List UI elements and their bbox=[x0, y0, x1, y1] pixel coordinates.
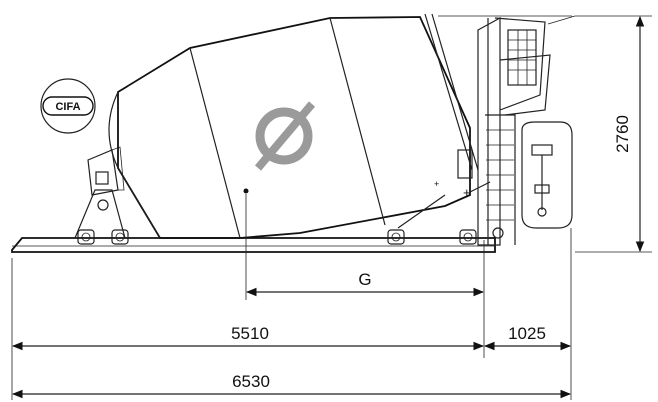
front-support bbox=[74, 146, 126, 239]
total-length-label: 6530 bbox=[232, 372, 270, 391]
rear-tower: + + bbox=[424, 13, 576, 246]
dimension-height: 2760 bbox=[575, 15, 652, 253]
roller-1 bbox=[77, 229, 95, 245]
logo-text: CIFA bbox=[55, 101, 80, 113]
dimension-1025: 1025 bbox=[483, 324, 572, 351]
svg-text:+: + bbox=[434, 179, 439, 189]
mixer-drum bbox=[108, 16, 471, 239]
extension-lines bbox=[11, 194, 572, 400]
water-tank bbox=[521, 121, 573, 229]
roller-4 bbox=[459, 229, 477, 245]
dimension-5510: 5510 bbox=[11, 324, 485, 351]
rollers bbox=[77, 194, 477, 245]
cifa-symbol bbox=[254, 101, 316, 171]
rear-length-label: 1025 bbox=[508, 324, 546, 343]
chassis-frame bbox=[11, 237, 496, 253]
dimension-6530: 6530 bbox=[11, 372, 572, 399]
drum-length-label: 5510 bbox=[231, 324, 269, 343]
cifa-logo: CIFA bbox=[40, 78, 96, 134]
svg-text:+: + bbox=[463, 185, 471, 200]
center-of-gravity-dot bbox=[243, 188, 249, 194]
roller-2 bbox=[111, 229, 129, 245]
roller-3 bbox=[387, 229, 405, 245]
dimension-g: G bbox=[245, 270, 485, 297]
g-label: G bbox=[358, 270, 371, 289]
height-label: 2760 bbox=[613, 115, 632, 153]
